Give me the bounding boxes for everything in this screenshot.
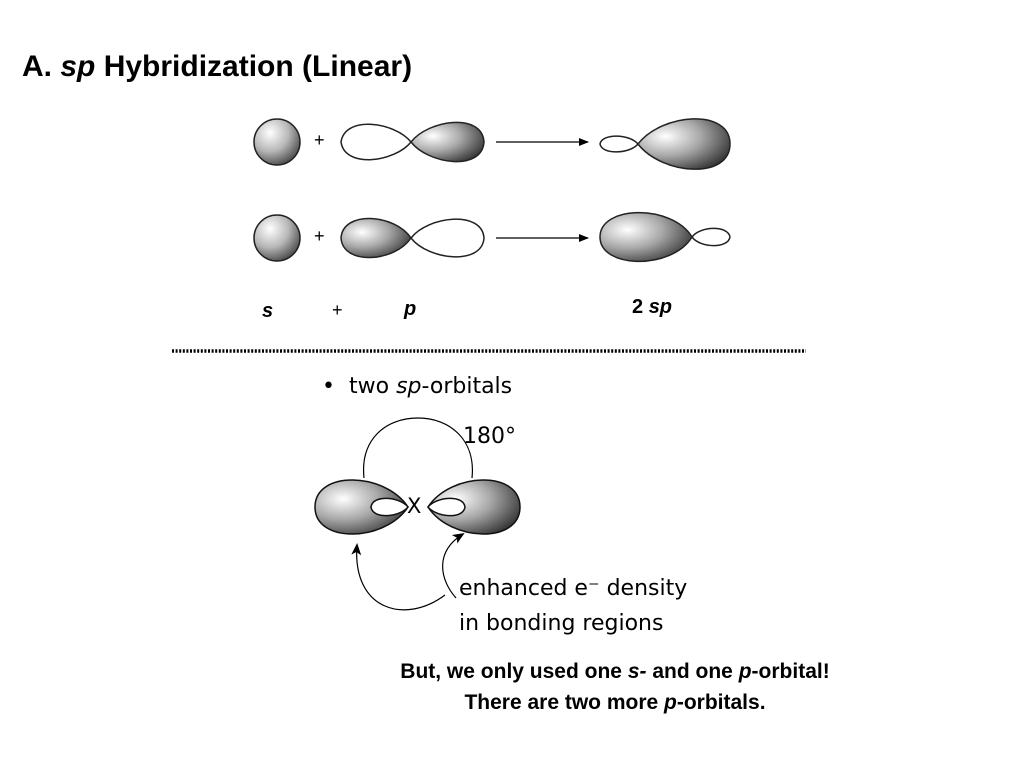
p-orbital-white-left xyxy=(340,123,412,161)
sp-orbital-large-lobe xyxy=(599,211,693,263)
sp-orbital-small-lobe xyxy=(691,227,731,247)
p-orbital-white-right xyxy=(410,218,485,258)
plus-sign: + xyxy=(314,226,325,246)
label-s: s xyxy=(262,300,274,322)
central-atom-label: X xyxy=(407,494,422,518)
p-orbital-shaded-right xyxy=(410,121,485,163)
sp-lobe-right xyxy=(427,479,521,535)
sp-orbital-small-lobe xyxy=(599,135,639,153)
p-orbital-shaded-left xyxy=(340,217,412,259)
sp-orbital-large-lobe xyxy=(637,118,731,170)
closing-note-line2: There are two more p-orbitals. xyxy=(464,691,766,714)
s-orbital xyxy=(253,214,301,262)
density-annotation-line2: in bonding regions xyxy=(459,611,664,636)
sp-lobe-left xyxy=(314,479,409,535)
bullet-two-sp-orbitals: • two sp-orbitals xyxy=(322,374,513,399)
closing-note-line1: But, we only used one s- and one p-orbit… xyxy=(400,660,830,683)
plus-sign: + xyxy=(314,130,325,150)
label-2sp: 2 sp xyxy=(632,296,673,318)
closing-note: But, we only used one s- and one p-orbit… xyxy=(315,656,915,718)
density-arrow-right xyxy=(442,532,465,599)
label-plus: + xyxy=(332,300,343,320)
angle-arc xyxy=(363,417,473,479)
angle-label: 180° xyxy=(463,424,516,449)
density-arrow-left xyxy=(351,543,446,611)
s-orbital xyxy=(253,118,301,166)
density-annotation-line1: enhanced e⁻ density xyxy=(459,576,688,601)
label-p: p xyxy=(404,298,417,320)
page-title: A. sp Hybridization (Linear) xyxy=(22,50,413,83)
